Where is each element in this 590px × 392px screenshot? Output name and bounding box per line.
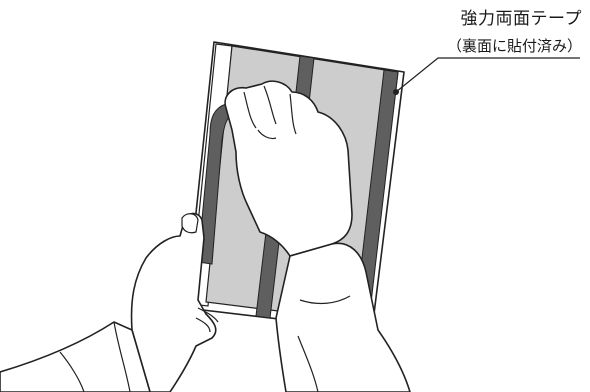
callout-title: 強力両面テープ [460, 9, 582, 29]
upper-sleeve [275, 242, 411, 392]
upper-sleeve-fold [297, 295, 351, 392]
lower-hand-thumb-nail [181, 213, 199, 234]
lower-hand [130, 212, 217, 392]
callout-leader-line [395, 57, 580, 93]
upper-hand [224, 80, 353, 257]
lower-sleeve-fold [59, 321, 131, 392]
upper-hand-knuckles [243, 85, 297, 140]
callout-subtitle: （裏面に貼付済み） [446, 37, 582, 55]
callout-pointer-dot [393, 89, 399, 95]
lower-hand-fingers [195, 307, 219, 333]
